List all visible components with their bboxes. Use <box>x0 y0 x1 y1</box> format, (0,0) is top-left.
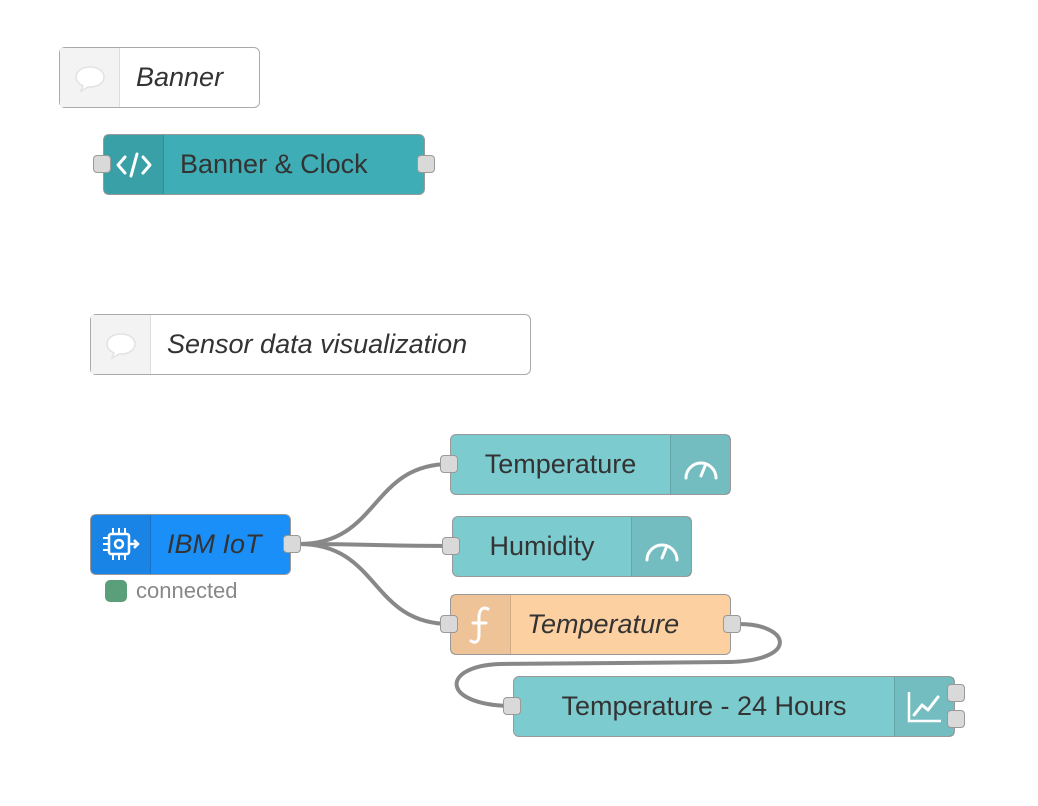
chart-icon <box>894 677 954 736</box>
output-port-2[interactable] <box>947 710 965 728</box>
gauge-icon <box>631 517 691 576</box>
code-icon <box>104 135 164 194</box>
temperature-gauge-label: Temperature <box>484 449 637 479</box>
input-port[interactable] <box>440 455 458 473</box>
temperature-gauge-node[interactable]: Temperature <box>440 434 731 495</box>
output-port[interactable] <box>283 535 301 553</box>
gauge-icon <box>670 435 730 494</box>
function-icon <box>451 595 511 654</box>
comment-icon <box>60 48 120 107</box>
ibm-iot-node[interactable]: IBM IoT <box>90 514 301 575</box>
sensor-comment-label: Sensor data visualization <box>167 329 468 359</box>
humidity-gauge-node[interactable]: Humidity <box>442 516 692 577</box>
wire-iot-to-humidity-gauge[interactable] <box>297 542 454 548</box>
banner-comment-node[interactable]: Banner <box>59 47 260 108</box>
status-text: connected <box>136 578 238 603</box>
comment-icon <box>91 315 151 374</box>
temperature-function-label: Temperature <box>527 609 680 639</box>
input-port[interactable] <box>503 697 521 715</box>
ibm-iot-status: connected <box>105 578 238 604</box>
status-dot-icon <box>105 580 127 602</box>
input-port[interactable] <box>440 615 458 633</box>
output-port-1[interactable] <box>947 684 965 702</box>
banner-clock-node[interactable]: Banner & Clock <box>93 134 435 195</box>
wire-iot-to-temperature-function[interactable] <box>297 542 452 626</box>
output-port[interactable] <box>417 155 435 173</box>
temperature-function-node[interactable]: Temperature <box>440 594 741 655</box>
chip-icon <box>91 515 151 574</box>
ibm-iot-label: IBM IoT <box>167 529 262 559</box>
input-port[interactable] <box>93 155 111 173</box>
sensor-comment-node[interactable]: Sensor data visualization <box>90 314 531 375</box>
humidity-gauge-label: Humidity <box>489 531 595 561</box>
banner-clock-label: Banner & Clock <box>180 149 368 179</box>
wire-iot-to-temperature-gauge[interactable] <box>297 462 452 546</box>
output-port[interactable] <box>723 615 741 633</box>
banner-comment-label: Banner <box>136 62 224 92</box>
temperature-chart-label: Temperature - 24 Hours <box>561 691 847 721</box>
input-port[interactable] <box>442 537 460 555</box>
temperature-chart-node[interactable]: Temperature - 24 Hours <box>503 676 965 737</box>
